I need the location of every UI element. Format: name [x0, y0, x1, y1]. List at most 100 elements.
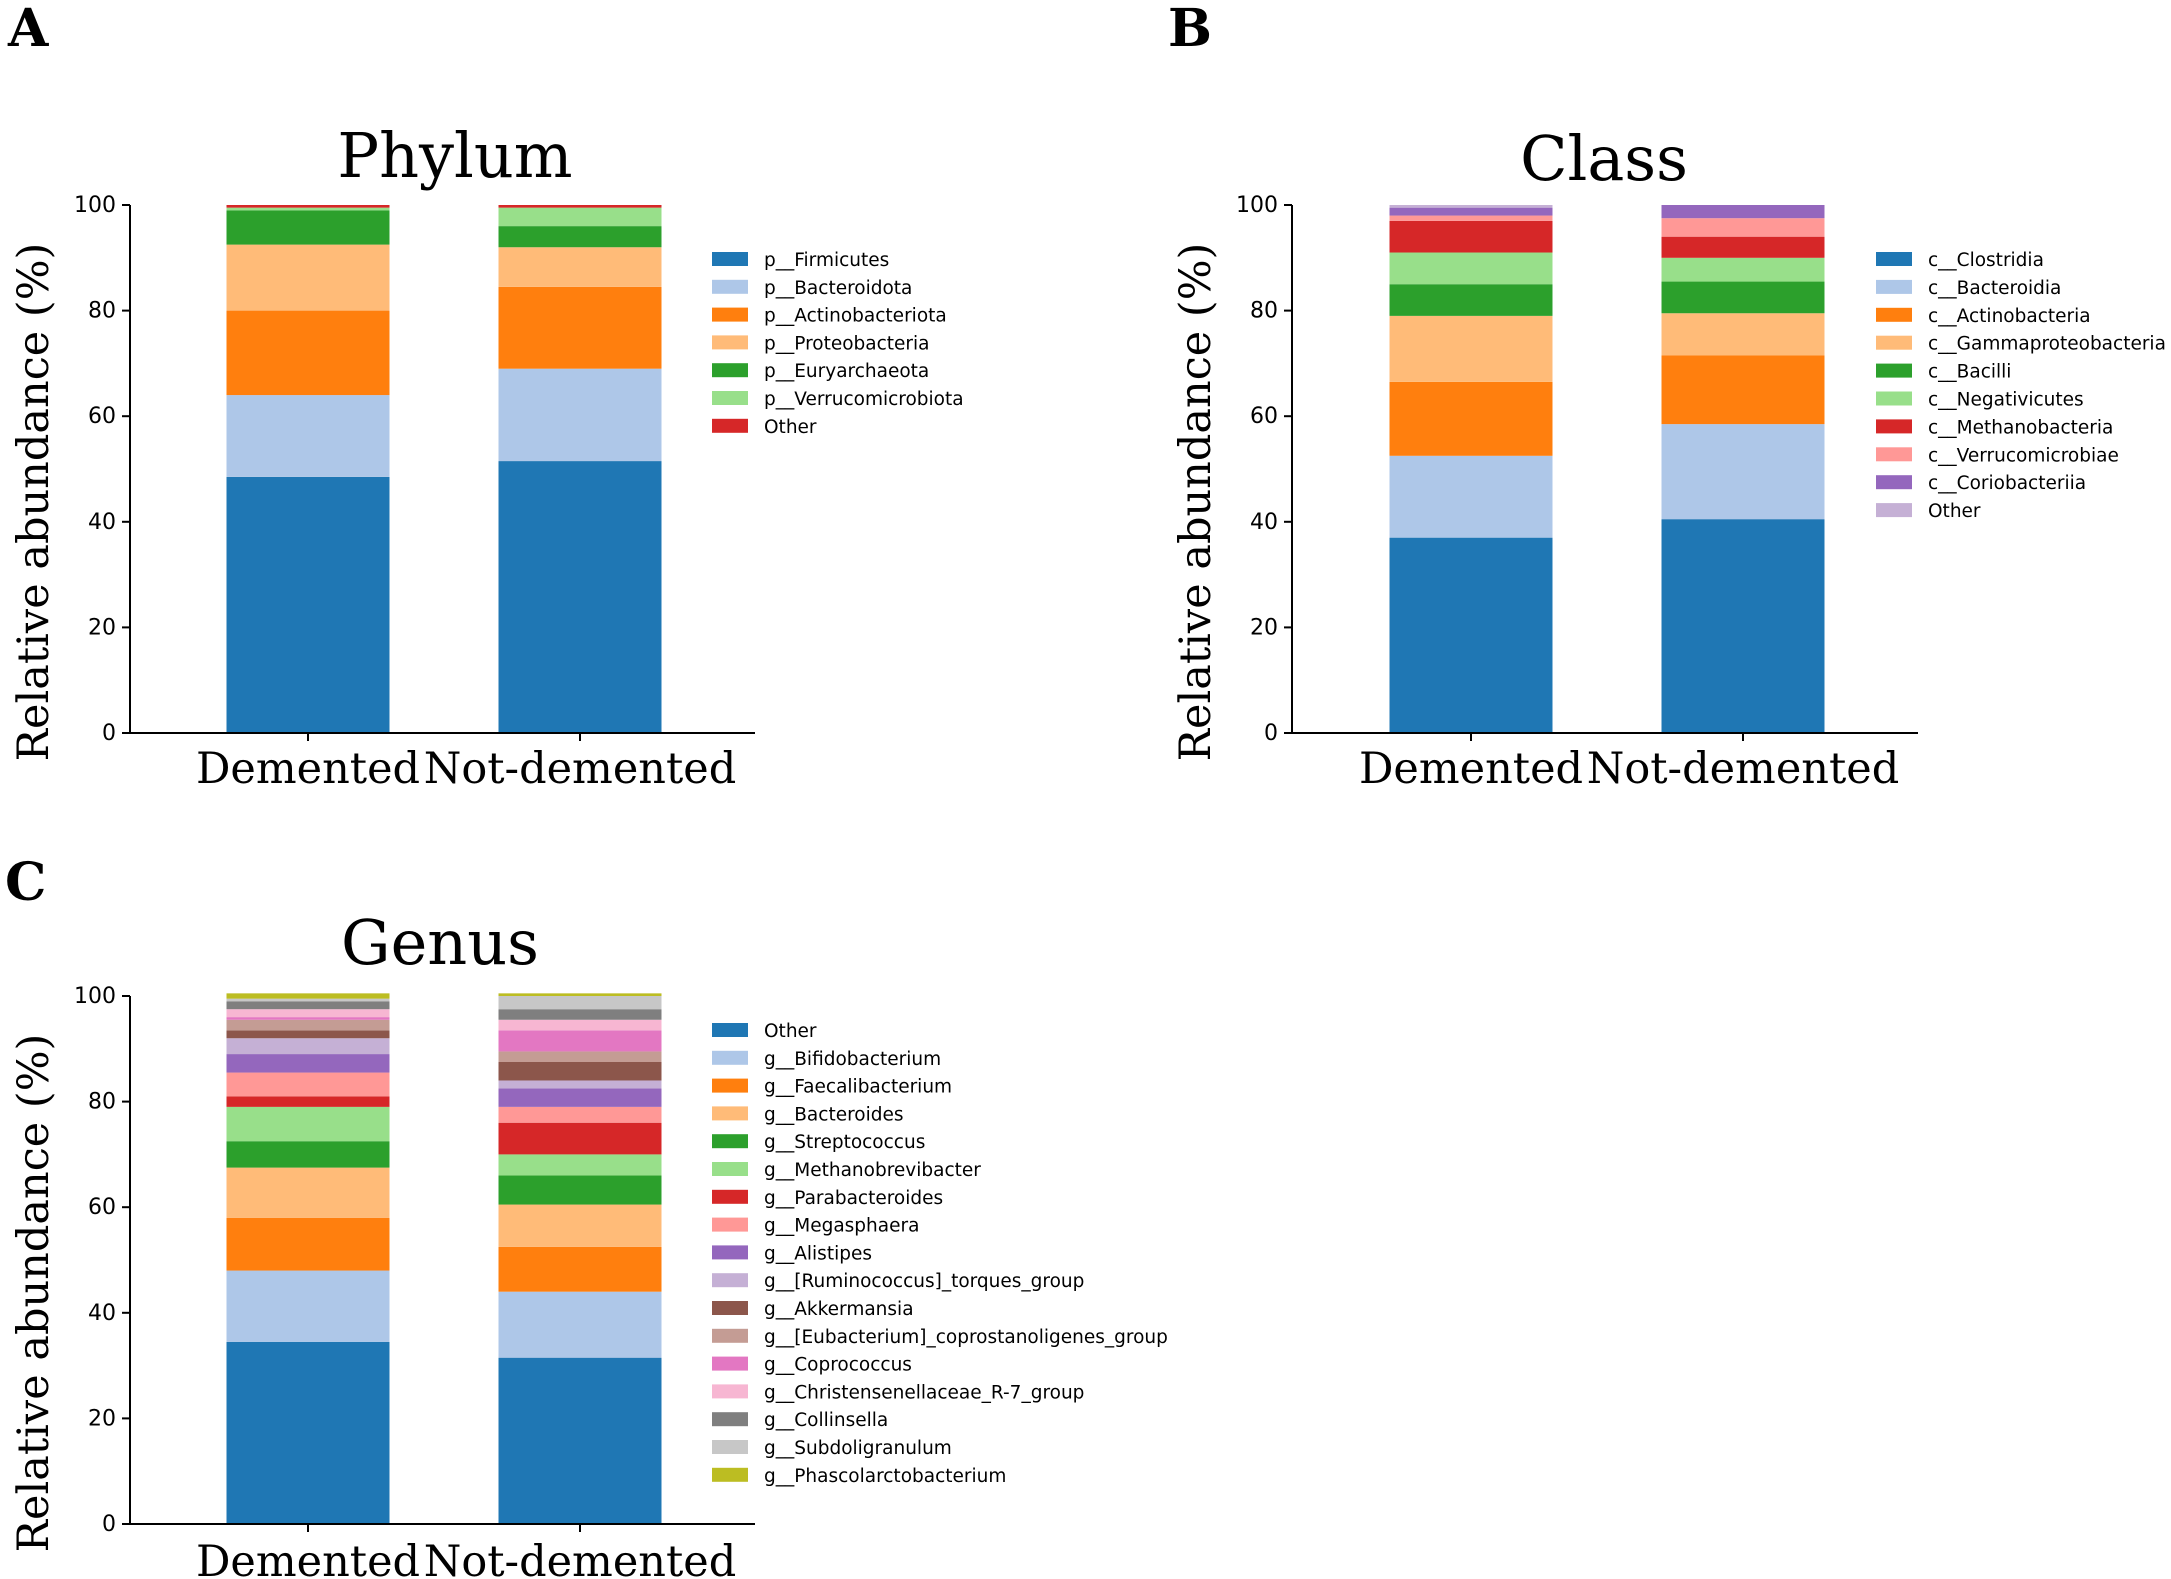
y-axis-label: Relative abundance (%): [9, 243, 59, 762]
legend-label: c__Gammaproteobacteria: [1928, 334, 2166, 355]
bar-segment: [498, 226, 662, 248]
bar-segment: [1661, 205, 1825, 219]
panel-letter-b: B: [1168, 0, 1212, 59]
bar-segment: [498, 1088, 662, 1107]
bar-segment: [1389, 537, 1553, 733]
legend-swatch: [712, 1440, 748, 1454]
bar-segment: [226, 244, 390, 311]
bar-segment: [498, 1030, 662, 1052]
y-tick-label: 100: [74, 193, 116, 218]
legend-label: Other: [764, 417, 817, 438]
bar-stack-group: [1389, 205, 1825, 733]
legend-label: p__Firmicutes: [764, 250, 889, 271]
bar-segment: [1661, 313, 1825, 356]
y-axis-label: Relative abundance (%): [9, 1034, 59, 1553]
legend-swatch: [1876, 335, 1912, 350]
bar-segment: [1661, 236, 1825, 258]
y-axis-label: Relative abundance (%): [1171, 243, 1221, 762]
legend-swatch: [712, 1328, 748, 1343]
class-chart-panel: Class Relative abundance (%) 02040608010…: [1171, 122, 2166, 794]
bar-segment: [498, 1106, 662, 1123]
legend-label: c__Methanobacteria: [1928, 417, 2113, 438]
legend-swatch: [1876, 391, 1912, 406]
bar-segment: [226, 1106, 390, 1142]
bar-segment: [226, 1017, 390, 1020]
legend-label: g__[Ruminococcus]_torques_group: [764, 1271, 1084, 1292]
bar-segment: [498, 368, 662, 462]
y-tick-label: 40: [88, 1301, 116, 1326]
legend: p__Firmicutesp__Bacteroidotap__Actinobac…: [712, 250, 964, 438]
bar-segment: [226, 1019, 390, 1031]
legend-label: c__Verrucomicrobiae: [1928, 445, 2119, 466]
legend-label: g__Bacteroides: [764, 1104, 904, 1125]
legend-swatch: [712, 391, 748, 405]
y-tick-label: 0: [1264, 721, 1278, 746]
legend-label: g__Megasphaera: [764, 1216, 919, 1237]
y-tick-label: 60: [1250, 404, 1278, 429]
legend-label: g__Coprococcus: [764, 1355, 912, 1376]
bar-segment: [498, 1009, 662, 1020]
chart-title: Genus: [341, 906, 539, 979]
y-tick-label: 80: [88, 299, 116, 324]
legend-label: g__Alistipes: [764, 1243, 872, 1264]
legend-swatch: [712, 1023, 748, 1037]
legend-swatch: [712, 1412, 748, 1427]
bar-segment: [226, 1030, 390, 1039]
panel-letter-c: C: [5, 852, 46, 913]
bar-segment: [1661, 257, 1825, 282]
legend-swatch: [712, 1050, 748, 1065]
legend-swatch: [712, 1356, 748, 1371]
x-tick-label: Not-demented: [1587, 744, 1899, 794]
y-tick-label: 60: [88, 1195, 116, 1220]
x-tick-label: Demented: [196, 744, 420, 794]
legend-swatch: [712, 335, 748, 350]
legend-swatch: [1876, 363, 1912, 378]
y-tick-label: 100: [1236, 193, 1278, 218]
bar-segment: [226, 1054, 390, 1073]
legend-swatch: [712, 1078, 748, 1093]
y-tick-label: 40: [1250, 510, 1278, 535]
legend-label: g__Collinsella: [764, 1410, 888, 1431]
bar-segment: [226, 1141, 390, 1168]
legend: Otherg__Bifidobacteriumg__Faecalibacteri…: [712, 1021, 1168, 1487]
bar-segment: [1389, 455, 1553, 538]
bar-segment: [226, 1167, 390, 1218]
bar-segment: [226, 1217, 390, 1271]
bar-segment: [1389, 381, 1553, 456]
legend-swatch: [1876, 307, 1912, 322]
legend-swatch: [712, 363, 748, 378]
bar-segment: [1661, 218, 1825, 237]
legend-label: c__Bacteroidia: [1928, 278, 2061, 299]
legend-label: p__Verrucomicrobiota: [764, 389, 964, 410]
y-tick-label: 20: [88, 1406, 116, 1431]
bar-segment: [498, 205, 662, 208]
bar-segment: [1389, 220, 1553, 253]
legend-label: p__Actinobacteriota: [764, 306, 947, 327]
bar-segment: [1389, 284, 1553, 316]
chart-title: Class: [1520, 122, 1688, 195]
bar-segment: [226, 1072, 390, 1097]
legend-label: c__Clostridia: [1928, 250, 2044, 271]
legend-label: p__Euryarchaeota: [764, 361, 929, 382]
x-tick-label: Not-demented: [424, 1537, 736, 1579]
bar-segment: [226, 993, 390, 999]
legend-swatch: [1876, 252, 1912, 266]
bar-segment: [498, 993, 662, 996]
legend-swatch: [1876, 503, 1912, 518]
legend-label: c__Bacilli: [1928, 362, 2011, 383]
legend-swatch: [712, 1273, 748, 1288]
bar-stack-group: [226, 205, 662, 733]
legend-swatch: [1876, 447, 1912, 462]
bar-segment: [498, 1080, 662, 1089]
legend-label: g__Christensenellaceae_R-7_group: [764, 1382, 1084, 1403]
y-tick-label: 100: [74, 984, 116, 1009]
bar-segment: [498, 207, 662, 227]
legend-label: c__Coriobacteriia: [1928, 473, 2086, 494]
legend: c__Clostridiac__Bacteroidiac__Actinobact…: [1876, 250, 2166, 522]
bar-segment: [498, 1357, 662, 1524]
legend-label: g__Phascolarctobacterium: [764, 1466, 1006, 1487]
legend-swatch: [1876, 279, 1912, 294]
